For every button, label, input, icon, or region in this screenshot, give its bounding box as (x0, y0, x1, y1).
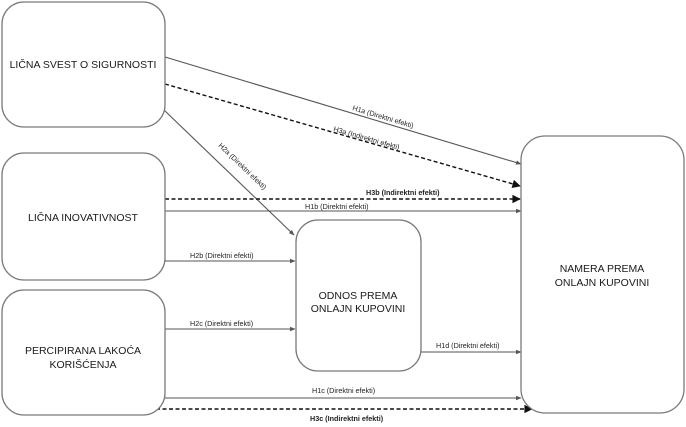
node-label-line-1: NAMERA PREMA (560, 263, 645, 275)
node-label: LIČNA INOVATIVNOST (28, 211, 138, 224)
node-label-line-2: ONLAJN KUPOVINI (555, 277, 650, 289)
edge-h1a (164, 56, 522, 165)
edge-label-h1b: H1b (Direktni efekti) (305, 202, 369, 211)
edge-label-h2a: H2a (Direktni efekti) (217, 141, 269, 192)
node-percipirana-lakoca-koriscenja: PERCIPIRANA LAKOĆA KORIŠĆENJA (1, 289, 166, 416)
node-label-line-1: ODNOS PREMA (319, 290, 398, 302)
node-namera-prema-onlajn-kupovini: NAMERA PREMA ONLAJN KUPOVINI (520, 135, 685, 414)
node-label-line-2: ONLAJN KUPOVINI (311, 303, 406, 315)
edge-h3a (164, 83, 521, 188)
node-label-line-2: KORIŠĆENJA (49, 358, 116, 371)
node-odnos-prema-onlajn-kupovini: ODNOS PREMA ONLAJN KUPOVINI (295, 219, 422, 372)
edge-label-h1a: H1a (Direktni efekti) (351, 103, 414, 130)
node-licna-svest-o-sigurnosti: LIČNA SVEST O SIGURNOSTI (1, 1, 166, 128)
node-label: LIČNA SVEST O SIGURNOSTI (10, 58, 157, 71)
edge-label-h1c: H1c (Direktni efekti) (312, 386, 375, 395)
edge-label-h3c: H3c (Indirektni efekti) (310, 414, 384, 423)
edge-label-h3b: H3b (Indirektni efekti) (366, 188, 440, 197)
edge-label-h2b: H2b (Direktni efekti) (190, 251, 254, 260)
node-label-line-1: PERCIPIRANA LAKOĆA (25, 344, 141, 357)
edge-h2a (163, 109, 295, 236)
node-licna-inovativnost: LIČNA INOVATIVNOST (1, 152, 166, 281)
edge-label-h1d: H1d (Direktni efekti) (436, 341, 500, 350)
edge-label-h2c: H2c (Direktni efekti) (190, 319, 253, 328)
edge-label-h3a: H3a (Indirektni efekti) (332, 124, 400, 151)
